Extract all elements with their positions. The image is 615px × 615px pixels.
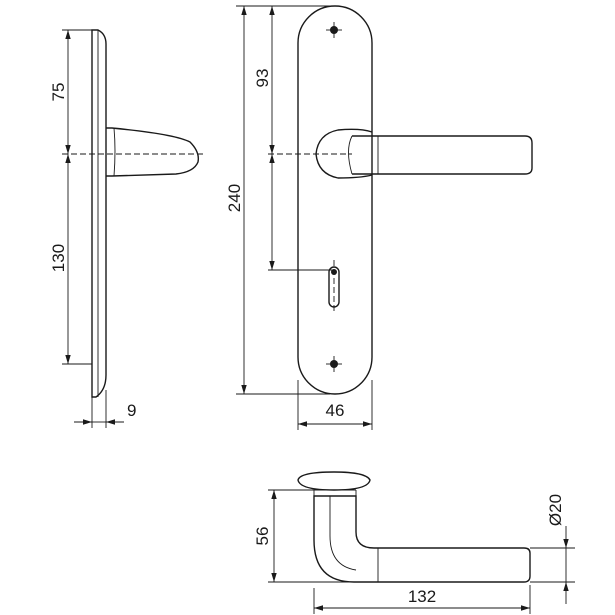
keyhole-icon — [328, 260, 340, 312]
front-backplate — [297, 5, 373, 395]
dim-bottom-height: 56 — [253, 527, 272, 546]
dim-side-top: 75 — [49, 83, 68, 102]
side-lever-profile — [106, 127, 200, 177]
bottom-view: 56 132 Ø20 — [253, 471, 575, 614]
front-lever — [352, 135, 533, 175]
dim-front-top: 93 — [253, 69, 272, 88]
dim-bottom-length: 132 — [408, 587, 436, 606]
bottom-lever — [313, 495, 531, 583]
dim-rose-diameter: Ø20 — [546, 494, 565, 526]
side-backplate — [91, 29, 107, 398]
dim-front-total: 240 — [225, 184, 244, 212]
screw-bottom-icon — [326, 356, 342, 372]
side-view: 75 130 9 — [49, 29, 205, 428]
front-view: 240 93 46 — [225, 5, 533, 430]
screw-top-icon — [326, 22, 342, 38]
dim-front-width: 46 — [326, 401, 345, 420]
dim-thickness: 9 — [127, 401, 136, 420]
bottom-rose — [297, 471, 371, 491]
dim-side-bottom: 130 — [49, 244, 68, 272]
